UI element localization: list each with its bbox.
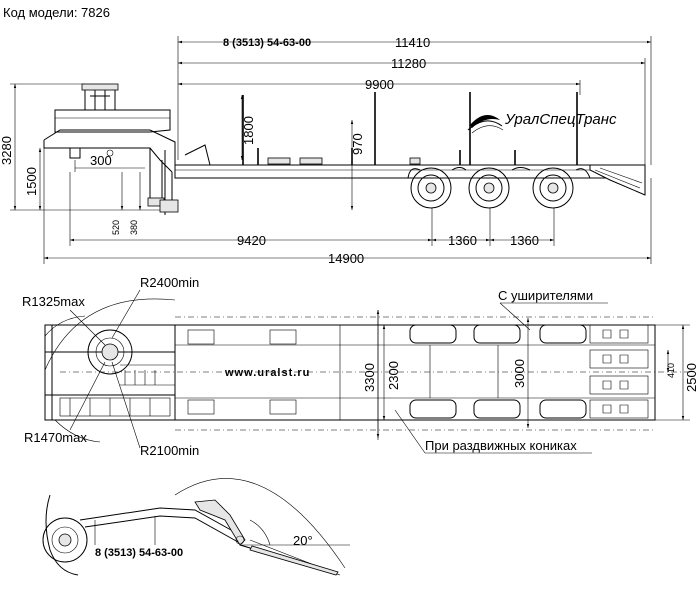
dim-3280: 3280 xyxy=(0,136,14,165)
phone-side: 8 (3513) 54-63-00 xyxy=(223,37,311,49)
dim-2300: 2300 xyxy=(386,361,401,390)
dim-1360-a: 1360 xyxy=(448,233,477,248)
dim-1500: 1500 xyxy=(24,167,39,196)
dim-2500: 2500 xyxy=(684,363,699,392)
brand-name: УралСпецТранс xyxy=(504,111,617,128)
wheels-side xyxy=(407,167,591,209)
label-r1470: R1470max xyxy=(24,430,87,445)
dim-520: 520 xyxy=(111,220,121,235)
dim-970: 970 xyxy=(350,133,365,155)
label-sliding-bunks: При раздвижных кониках xyxy=(425,438,577,453)
dim-9900: 9900 xyxy=(365,77,394,92)
dim-1360-b: 1360 xyxy=(510,233,539,248)
ramp-angle: 20° xyxy=(293,533,313,548)
label-with-extenders: С уширителями xyxy=(498,288,593,303)
label-r1325: R1325max xyxy=(22,294,85,309)
dim-300: 300 xyxy=(90,153,112,168)
brand-logo: УралСпецТранс xyxy=(467,111,617,134)
stanchions xyxy=(242,92,578,165)
dim-11280: 11280 xyxy=(391,56,426,71)
dim-14900: 14900 xyxy=(328,251,364,266)
website-url: www.uralst.ru xyxy=(224,367,310,379)
dim-3300: 3300 xyxy=(362,363,377,392)
dim-1800: 1800 xyxy=(241,116,256,145)
top-view: www.uralst.ru 3300 2300 3000 410 2500 R2… xyxy=(22,275,699,458)
dim-410: 410 xyxy=(666,363,676,378)
ramp-view: 8 (3513) 54-63-00 20° xyxy=(42,478,350,576)
model-code-label: Код модели: 7826 xyxy=(3,5,110,20)
dim-3000: 3000 xyxy=(512,359,527,388)
dim-11410: 11410 xyxy=(395,35,430,50)
dim-9420: 9420 xyxy=(237,233,266,248)
phone-ramp: 8 (3513) 54-63-00 xyxy=(95,547,183,559)
label-r2100: R2100min xyxy=(140,443,199,458)
dim-380: 380 xyxy=(129,220,139,235)
side-view: 8 (3513) 54-63-00 11410 11280 9900 3280 … xyxy=(0,35,652,266)
label-r2400: R2400min xyxy=(140,275,199,290)
